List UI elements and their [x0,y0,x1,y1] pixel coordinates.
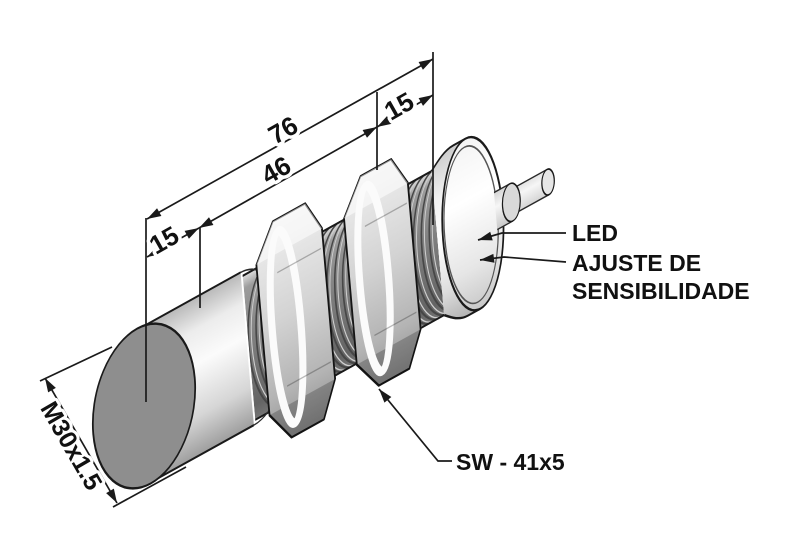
hex-nut-front [255,202,337,439]
sensitivity-label-line1: AJUSTE DE [572,250,701,276]
callout-wrench-size: SW - 41x5 [378,388,565,475]
connector-pin [493,168,555,231]
led-label: LED [572,220,618,246]
dim-15-rear-label: 15 [379,86,419,126]
callout-sensitivity-adjust: AJUSTE DE SENSIBILIDADE [479,250,750,304]
callout-annotations: LED AJUSTE DE SENSIBILIDADE SW - 41x5 [378,220,750,475]
dim-rear-length: 15 [376,82,434,130]
connector-collar [501,182,521,223]
dim-front-length: 15 [141,216,200,264]
callout-led: LED [477,220,618,246]
dim-76-label: 76 [263,110,303,150]
sensitivity-label-line2: SENSIBILIDADE [572,278,750,304]
dim-15-front-label: 15 [144,220,184,260]
sw-label: SW - 41x5 [456,449,565,475]
dim-46-label: 46 [256,150,296,190]
